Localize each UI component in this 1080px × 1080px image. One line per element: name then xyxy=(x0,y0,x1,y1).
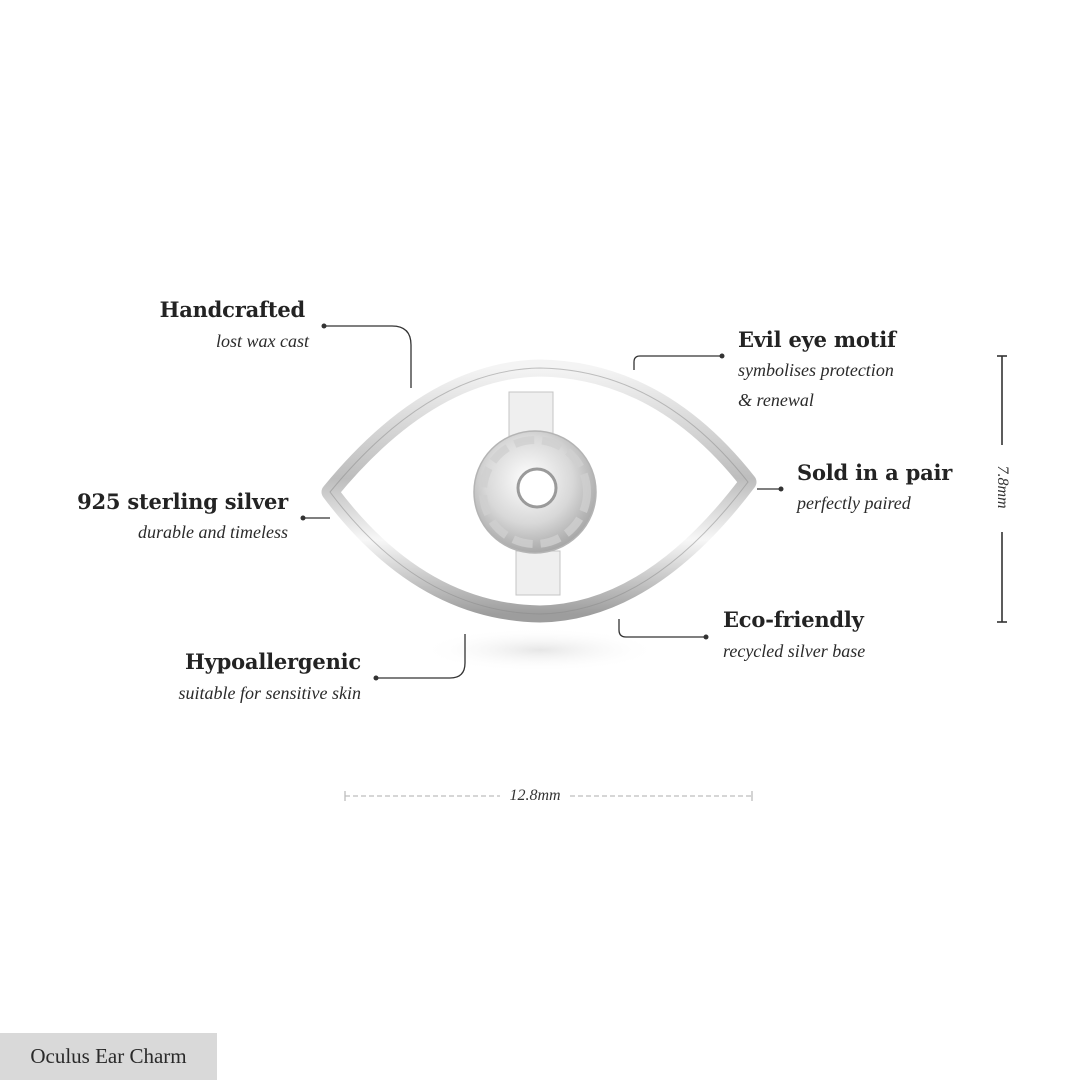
callout-pair-sub: perfectly paired xyxy=(797,493,911,514)
callout-title: Sold in a pair xyxy=(797,460,953,485)
callout-subtitle: & renewal xyxy=(738,390,814,410)
callout-sterling: 925 sterling silver xyxy=(60,489,288,514)
callout-subtitle: suitable for sensitive skin xyxy=(178,683,361,703)
width-dimension-label: 12.8mm xyxy=(509,787,561,804)
callout-handcrafted: Handcrafted xyxy=(100,297,306,322)
height-dimension-label: 7.8mm xyxy=(994,465,1011,509)
width-dimension: 12.8mm xyxy=(500,785,570,805)
callout-title: Handcrafted xyxy=(159,297,306,322)
callout-hypoallergenic: Hypoallergenic xyxy=(100,649,361,674)
callout-subtitle: perfectly paired xyxy=(797,493,911,513)
callout-eco: Eco-friendly xyxy=(723,607,864,632)
callout-evil-eye: Evil eye motif xyxy=(738,327,896,352)
callout-subtitle: lost wax cast xyxy=(216,331,309,351)
leader-hypoallergenic xyxy=(376,634,466,679)
height-dimension-line xyxy=(997,355,1007,623)
callout-title: Evil eye motif xyxy=(738,327,896,352)
leader-handcrafted xyxy=(324,325,412,388)
callout-pair: Sold in a pair xyxy=(797,460,952,485)
leader-eco xyxy=(618,619,706,638)
product-name-tag: Oculus Ear Charm xyxy=(0,1033,217,1080)
product-name: Oculus Ear Charm xyxy=(30,1044,187,1068)
callout-handcrafted-sub: lost wax cast xyxy=(100,331,309,352)
height-dimension: 7.8mm xyxy=(972,465,1032,508)
callout-title: Hypoallergenic xyxy=(185,649,361,674)
callout-evil-eye-sub2: & renewal xyxy=(738,390,814,411)
center-hole xyxy=(516,467,558,509)
callout-hypoallergenic-sub: suitable for sensitive skin xyxy=(100,683,361,704)
callout-sterling-sub: durable and timeless xyxy=(60,522,288,543)
callout-title: 925 sterling silver xyxy=(77,489,288,514)
product-shadow xyxy=(420,628,660,672)
callout-title: Eco-friendly xyxy=(723,607,864,632)
callout-subtitle: durable and timeless xyxy=(138,522,288,542)
callout-subtitle: recycled silver base xyxy=(723,641,866,661)
callout-subtitle: symbolises protection xyxy=(738,360,894,380)
callout-evil-eye-sub: symbolises protection xyxy=(738,360,894,381)
leader-evil-eye xyxy=(633,355,722,370)
width-dimension-line xyxy=(344,791,753,801)
eye-charm-illustration xyxy=(321,359,757,623)
callout-eco-sub: recycled silver base xyxy=(723,641,865,662)
